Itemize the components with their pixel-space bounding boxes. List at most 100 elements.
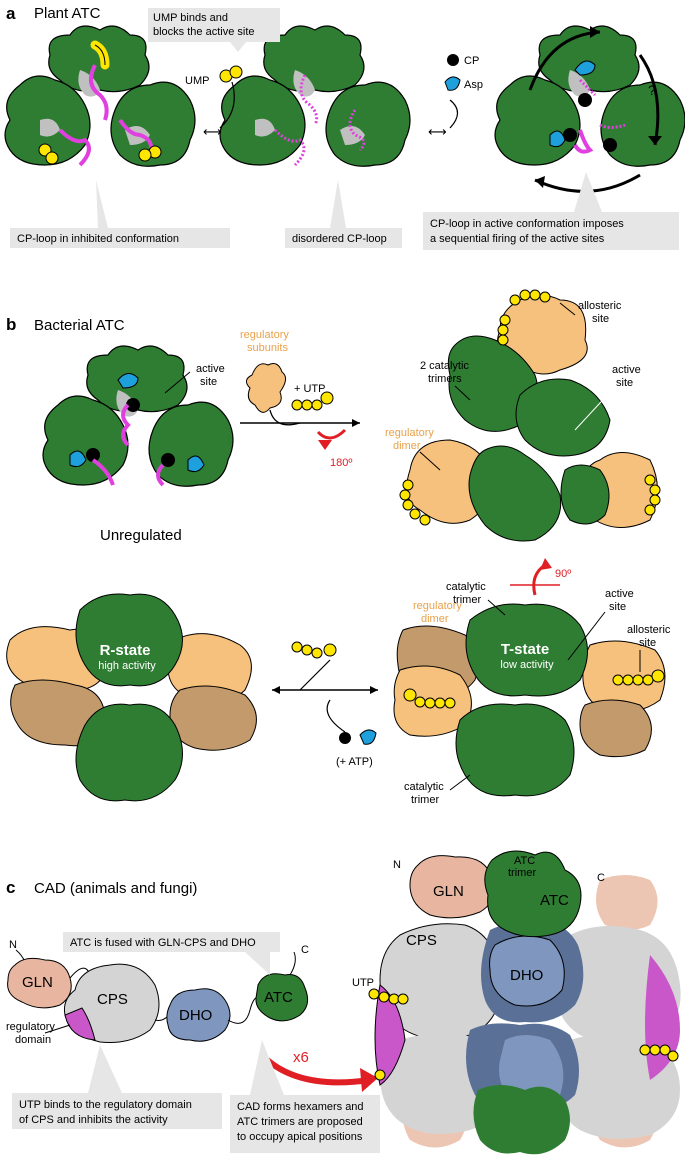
catalytic-trimer-bot-label-2: trimer [411,794,439,806]
hexamer-c-label: C [597,872,605,884]
plant-atc-apo-trimer [219,25,411,167]
t-state-activity-label: low activity [500,659,554,671]
ump-label: UMP [185,75,209,87]
ump-binding-arrow [219,81,235,129]
two-catalytic-label-2: trimers [428,373,462,385]
hexamer-utp-label: UTP [352,977,374,989]
gln-domain [7,957,72,1009]
r-state-activity-label: high activity [98,660,156,672]
catalytic-subunit-top [48,25,150,93]
callout-disordered-box [285,228,402,248]
cps-label: CPS [97,991,128,1008]
regulatory-subunits-label-1: regulatory [240,329,289,341]
utp-chain-top [497,289,551,346]
callout-ump-binds-line1: UMP binds and [153,12,228,24]
rotate-180-arrow [316,428,347,440]
bacterial-unregulated-trimer [42,345,234,487]
x6-arrow [262,1055,371,1086]
callout-hex-line2: ATC trimers are proposed [237,1116,363,1128]
n-terminus-label: N [9,939,17,951]
equilibrium-arrow-left: ⟷ [203,124,222,139]
allosteric-site-t-label-2: site [639,637,656,649]
plus-atp-label: (+ ATP) [336,756,373,768]
active-site-label-2: site [200,376,217,388]
cp-icon-b [339,732,351,744]
cp-asp-legend: CP Asp [444,54,483,91]
regulatory-domain-label-1: regulatory [6,1021,55,1033]
bacterial-regulated-complex-top [399,289,661,542]
regulatory-subunits-label-2: subunits [247,342,288,354]
utp-chain-left [399,479,431,526]
t-state-label: T-state [501,641,549,658]
dho-domain [166,988,231,1042]
active-site-top-label-1: active [612,364,641,376]
c-terminus-label: C [301,944,309,956]
active-site-t-label-2: site [609,601,626,613]
panel-b-title: Bacterial ATC [34,317,125,334]
equilibrium-arrow-right: ⟷ [428,124,447,139]
regulatory-subunit-shape [246,363,286,413]
catalytic-trimer-bot-label-1: catalytic [404,781,444,793]
hexamer-utp-left [368,988,409,1081]
cp-label: CP [464,55,479,67]
regulatory-dimer-label-1: regulatory [385,427,434,439]
callout-utp-box [12,1093,222,1129]
allosteric-site-t-label-1: allosteric [627,624,671,636]
regulatory-domain-label-2: domain [15,1034,51,1046]
r-state-complex [6,593,257,802]
panel-a-letter: a [6,4,16,23]
hexamer-atc-label: ATC [540,892,569,909]
hexamer-gln-domain [409,855,495,919]
atc-trimer-label-1: ATC [514,855,535,867]
cad-hexamer: GLN ATC ATC trimer C N CPS DHO [352,850,681,1155]
cp-binding-arrow [449,99,459,129]
callout-utp-line1: UTP binds to the regulatory domain [19,1099,192,1111]
hexamer-utp-right [639,1044,679,1062]
plus-utp-label: + UTP [294,383,325,395]
asp-label: Asp [464,79,483,91]
regulatory-dimer-t-label-1: regulatory [413,600,462,612]
active-site-t-label-1: active [605,588,634,600]
panel-a-title: Plant ATC [34,5,101,22]
rotate-90-arrow [532,563,546,596]
regulatory-dimer-label-2: dimer [393,440,421,452]
hexamer-gln-label: GLN [433,883,464,900]
gln-label: GLN [22,974,53,991]
utp-chain-right [644,474,661,516]
plant-atc-active-trimer [494,25,685,193]
dho-label: DHO [179,1007,212,1024]
panel-c-title: CAD (animals and fungi) [34,880,197,897]
callout-disordered: disordered CP-loop [292,233,387,245]
utp-molecule-b1 [291,391,334,411]
panel-c-letter: c [6,878,15,897]
callout-ump-binds-line2: blocks the active site [153,26,255,38]
catalytic-trimer-top-label-1: catalytic [446,581,486,593]
catalytic-subunit-right [110,81,196,167]
panel-b: b Bacterial ATC active site Unregulated … [6,289,671,806]
active-site-top-label-2: site [616,377,633,389]
callout-hex-box [230,1095,380,1153]
t-state-complex [393,603,666,797]
callout-hex-line3: to occupy apical positions [237,1131,363,1143]
allosteric-site-label-1: allosteric [578,300,622,312]
atc-label: ATC [264,989,293,1006]
panel-b-letter: b [6,315,16,334]
unregulated-label: Unregulated [100,527,182,544]
callout-inhibited-box [10,228,230,248]
question-mark: ? [648,82,656,98]
x6-label: x6 [293,1049,309,1066]
callout-fused-box [63,932,280,952]
asp-icon [444,76,461,91]
catalytic-trimer-top-label-2: trimer [453,594,481,606]
cp-icon [447,54,459,66]
callout-inhibited: CP-loop in inhibited conformation [17,233,179,245]
callout-active-line1: CP-loop in active conformation imposes [430,218,624,230]
rotate-180-label: 180º [330,457,352,469]
panel-a: a Plant ATC [4,4,685,250]
utp-molecule-b2 [291,641,337,659]
callout-hex-line1: CAD forms hexamers and [237,1101,364,1113]
allosteric-site-label-2: site [592,313,609,325]
atc-domain [255,973,309,1022]
regulatory-dimer-t-label-2: dimer [421,613,449,625]
